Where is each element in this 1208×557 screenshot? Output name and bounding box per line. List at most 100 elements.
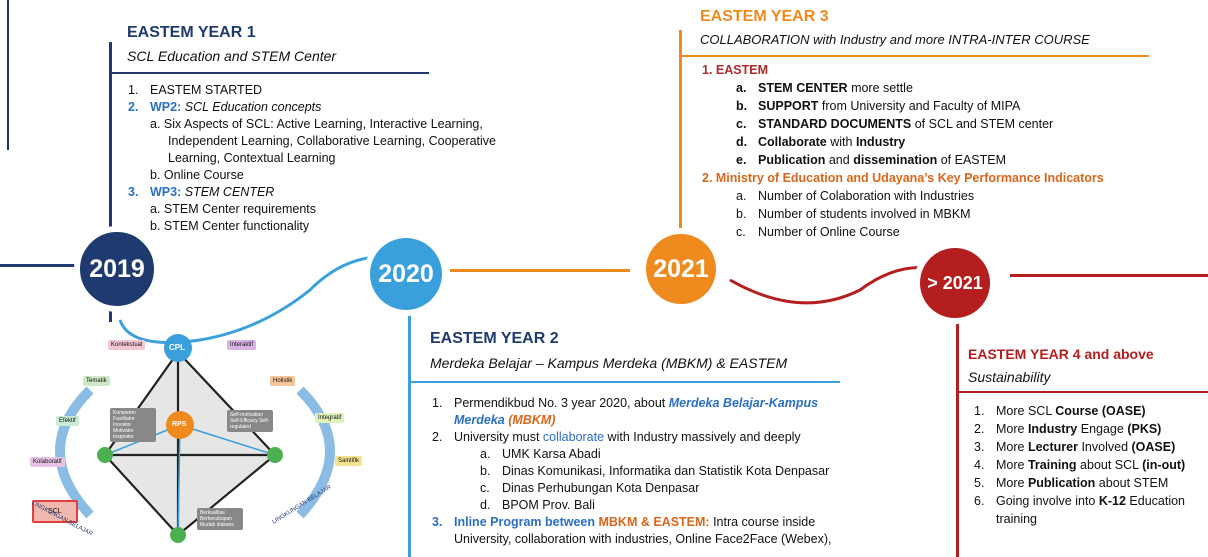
label-kolaboratif: Kolaboratif (30, 457, 65, 467)
y4-num-2: 2. (974, 422, 985, 436)
y2-item-3a: Inline Program between (454, 515, 599, 529)
y2-num-3: 3. (432, 515, 443, 529)
y3-c-text: of SCL and STEM center (911, 117, 1054, 131)
y2-sub-c-text: Dinas Perhubungan Kota Denpasar (502, 481, 700, 495)
y3-e-text: and (825, 153, 854, 167)
timeline-line-orange (450, 269, 630, 272)
y3-k-b: b. (736, 207, 747, 221)
y3-e: e. (736, 153, 747, 167)
y1-num-3: 3. (128, 185, 139, 199)
y1-num-2: 2. (128, 100, 139, 114)
timeline-line-navy-cap (109, 72, 429, 74)
y3-k-c-text: Number of Online Course (758, 225, 900, 239)
y3-heading-1: 1. EASTEM (702, 63, 768, 77)
timeline-line-orange-up (679, 30, 682, 230)
year3-subtitle: COLLABORATION with Industry and more INT… (700, 32, 1090, 47)
y3-a-text: more settle (847, 81, 913, 95)
label-saintifik: Saintifik (335, 456, 363, 466)
y1-item-2a-line2: Independent Learning, Collaborative Lear… (168, 134, 497, 148)
y3-k-c: c. (736, 225, 746, 239)
y4-item-3a: More (996, 440, 1028, 454)
y3-e-bold: Publication (758, 153, 826, 167)
year2-list: 1.Permendikbud No. 3 year 2020, about Me… (432, 395, 831, 548)
y4-num-4: 4. (974, 458, 985, 472)
y4-item-6a: Going involve into (996, 494, 1099, 508)
timeline-line-red-down (956, 310, 959, 557)
timeline-line-left-vertical (7, 0, 9, 150)
y3-b: b. (736, 99, 748, 113)
timeline-line-navy-down (109, 300, 112, 322)
timeline-line-red-cap (956, 391, 1208, 393)
y4-item-2c: Engage (1077, 422, 1128, 436)
y1-item-1: EASTEM STARTED (150, 83, 263, 97)
rps-label: RPS (172, 421, 187, 428)
year-2019-circle: 2019 (80, 232, 154, 306)
year4-list: 1.More SCL Course (OASE) 2.More Industry… (974, 402, 1185, 528)
y2-item-2b: collaborate (542, 430, 605, 444)
y4-item-3d: (OASE) (1131, 440, 1176, 454)
y4-item-6c: Education (1125, 494, 1186, 508)
y2-sub-d: d. (480, 498, 491, 512)
year2-subtitle: Merdeka Belajar – Kampus Merdeka (MBKM) … (430, 355, 788, 371)
y2-item-3d: University, collaboration with industrie… (454, 532, 832, 546)
y4-item-2b: Industry (1027, 422, 1078, 436)
y2-sub-a: a. (480, 447, 491, 461)
y3-e-text2: of EASTEM (937, 153, 1007, 167)
connector-2019-2020 (118, 255, 401, 344)
y3-e-bold2: dissemination (853, 153, 938, 167)
y4-item-6d: training (996, 512, 1037, 526)
y2-item-1a: Permendikbud No. 3 year 2020, about (454, 396, 669, 410)
y2-item-3c: Intra course inside (709, 515, 816, 529)
y2-sub-d-text: BPOM Prov. Bali (502, 498, 595, 512)
year-2021-circle: 2021 (646, 234, 716, 304)
y4-num-5: 5. (974, 476, 985, 490)
label-tematik: Tematik (83, 376, 110, 386)
year3-title: EASTEM YEAR 3 (700, 8, 829, 25)
y4-item-5a: More (996, 476, 1028, 490)
y2-item-1c: Merdeka (454, 413, 505, 427)
y3-c: c. (736, 117, 747, 131)
timeline-line-blue-cap (408, 381, 840, 383)
connector-2021-beyond (729, 266, 941, 305)
year4-subtitle: Sustainability (968, 369, 1051, 385)
y1-num-1: 1. (128, 83, 139, 97)
y2-item-3b: MBKM & EASTEM: (598, 515, 710, 529)
label-interaktif: Interaktif (227, 340, 257, 350)
y2-sub-b-text: Dinas Komunikasi, Informatika dan Statis… (502, 464, 830, 478)
year-2020-circle: 2020 (370, 238, 442, 310)
y1-item-3b: b. STEM Center functionality (150, 219, 310, 233)
timeline-line-blue-down (408, 300, 411, 557)
y1-item-3-text: STEM CENTER (184, 185, 275, 199)
y1-item-2a-line3: Learning, Contextual Learning (168, 151, 336, 165)
y3-d-bold2: Industry (855, 135, 906, 149)
y2-item-1d: (MBKM) (508, 413, 556, 427)
timeline-line-navy-up (109, 42, 112, 232)
y2-item-1b: Merdeka Belajar-Kampus (668, 396, 819, 410)
y3-k-a-text: Number of Colaboration with Industries (758, 189, 975, 203)
y4-item-5b: Publication (1027, 476, 1096, 490)
y4-item-4a: More (996, 458, 1028, 472)
y4-num-6: 6. (974, 494, 985, 508)
year4-title: EASTEM YEAR 4 and above (968, 346, 1154, 362)
y2-sub-b: b. (480, 464, 491, 478)
timeline-line-orange-cap (679, 55, 1149, 57)
y4-item-2d: (PKS) (1127, 422, 1162, 436)
y3-a-bold: STEM CENTER (758, 81, 848, 95)
y4-item-3b: Lecturer (1027, 440, 1078, 454)
y3-d-bold: Collaborate (758, 135, 827, 149)
label-integratif: Integratif (315, 413, 345, 423)
y4-item-4d: (in-out) (1142, 458, 1186, 472)
y3-k-b-text: Number of students involved in MBKM (758, 207, 971, 221)
label-scl: SCL (32, 500, 78, 523)
y1-item-2b: b. Online Course (150, 168, 244, 182)
y4-item-1b: Course (OASE) (1055, 404, 1146, 418)
y3-a: a. (736, 81, 747, 95)
label-efektif: Efektif (56, 416, 79, 426)
resource-box: Berkualitas Berkecukupan Mudah diakses (197, 508, 243, 530)
y4-item-4b: Training (1027, 458, 1077, 472)
scl-diagram: CPL RPS Kontekstual Interaktif Tematik H… (20, 330, 370, 557)
y1-item-2a-line1: a. Six Aspects of SCL: Active Learning, … (150, 117, 483, 131)
y2-item-2a: University must (454, 430, 543, 444)
y2-sub-a-text: UMK Karsa Abadi (502, 447, 601, 461)
y4-num-1: 1. (974, 404, 985, 418)
